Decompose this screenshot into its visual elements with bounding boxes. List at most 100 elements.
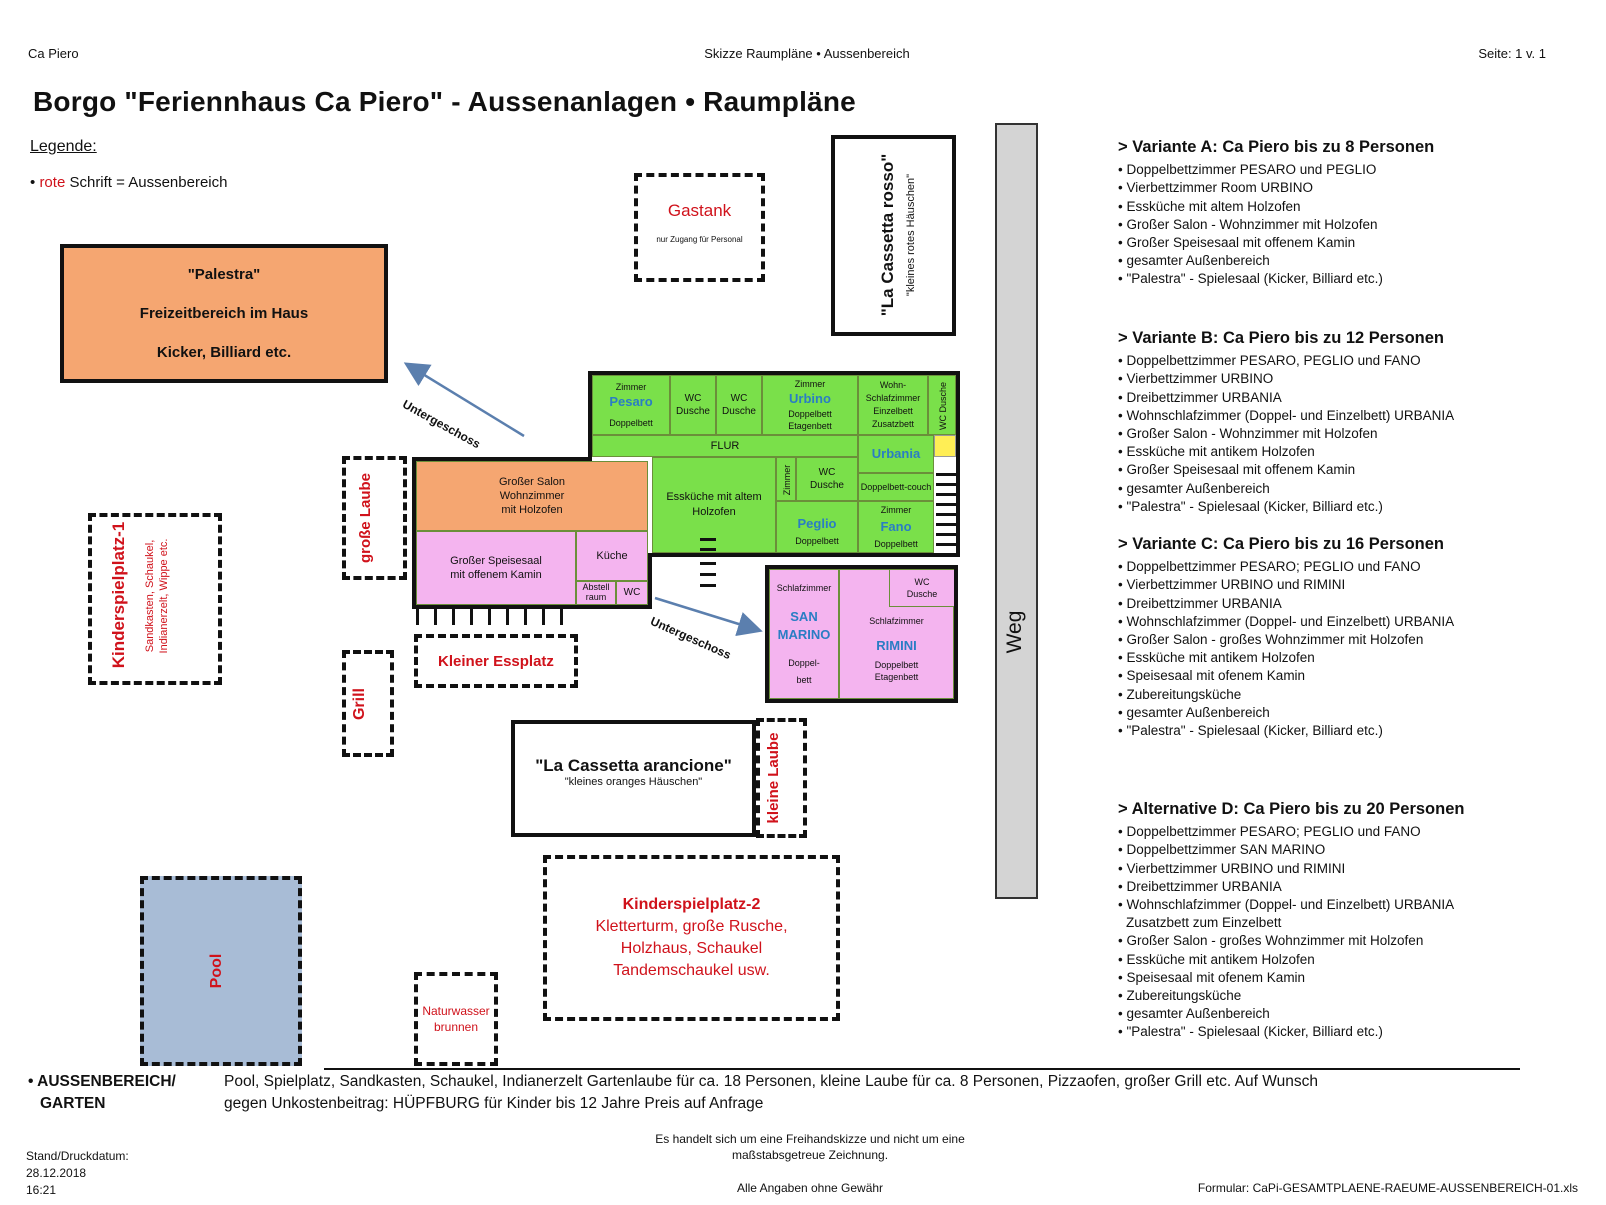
room-salon-l3: mit Holzofen bbox=[501, 504, 563, 517]
list-item: • Wohnschlafzimmer (Doppel- und Einzelbe… bbox=[1118, 897, 1455, 913]
stair-mark bbox=[560, 609, 563, 625]
list-item: • Vierbettzimmer URBINO und RIMINI bbox=[1118, 577, 1346, 593]
grosse-laube-label: große Laube bbox=[357, 473, 374, 564]
room-zimmer-vert-label: Zimmer bbox=[782, 464, 792, 496]
room-san-marino-bed-1: Doppel- bbox=[788, 658, 820, 669]
variant-d-heading: > Alternative D: Ca Piero bis zu 20 Pers… bbox=[1118, 800, 1465, 818]
list-item: • Vierbettzimmer URBINO bbox=[1118, 371, 1274, 387]
yellow-square bbox=[934, 435, 956, 457]
palestra-line-2: Freizeitbereich im Haus bbox=[139, 304, 309, 322]
room-esskueche: Essküche mit altem Holzofen bbox=[652, 457, 776, 553]
stand-druckdatum: Stand/Druckdatum: 28.12.2018 16:21 bbox=[26, 1148, 129, 1199]
naturwasser-l1: Naturwasser bbox=[422, 1004, 490, 1018]
room-urbania-wohn: Wohn- Schlafzimmer Einzelbett Zusatzbett bbox=[858, 375, 928, 435]
room-wc-5-b: Dusche bbox=[906, 589, 938, 599]
palestra-line-3: Kicker, Billiard etc. bbox=[156, 343, 292, 361]
room-urbino-top: Zimmer bbox=[794, 379, 826, 390]
variant-b: > Variante B: Ca Piero bis zu 12 Persone… bbox=[1118, 329, 1588, 516]
room-fano-top: Zimmer bbox=[880, 505, 912, 516]
room-esskueche-l1: Essküche mit altem bbox=[666, 491, 762, 504]
room-wc-3: WC Dusche bbox=[796, 457, 858, 501]
list-item: • Doppelbettzimmer PESARO; PEGLIO und FA… bbox=[1118, 824, 1421, 840]
room-urbania-name: Urbania bbox=[871, 446, 921, 462]
room-abstellraum: Abstell raum bbox=[576, 581, 616, 605]
room-peglio-bed: Doppelbett bbox=[795, 535, 839, 546]
gastank-box: Gastank nur Zugang für Personal bbox=[634, 173, 765, 282]
legend-title: Legende: bbox=[30, 138, 97, 155]
list-item: • Vierbettzimmer URBINO und RIMINI bbox=[1118, 860, 1346, 876]
list-item: • Zubereitungsküche bbox=[1118, 686, 1242, 702]
aussenbereich-label-1: • AUSSENBEREICH/ bbox=[28, 1073, 176, 1090]
room-san-marino-bed-2: bett bbox=[796, 674, 812, 685]
stand-date: 28.12.2018 bbox=[26, 1166, 87, 1180]
gastank-label: Gastank bbox=[667, 201, 732, 220]
legend-red-word: rote bbox=[39, 174, 66, 191]
room-urbino: Zimmer Urbino Doppelbett Etagenbett bbox=[762, 375, 858, 435]
stair-mark bbox=[434, 609, 437, 625]
room-wc-2-a: WC bbox=[730, 392, 748, 404]
formular-filename: Formular: CaPi-GESAMTPLAENE-RAEUME-AUSSE… bbox=[1197, 1181, 1578, 1195]
list-item: • Wohnschlafzimmer (Doppel- und Einzelbe… bbox=[1118, 613, 1455, 629]
room-abstell-l2: raum bbox=[585, 592, 607, 602]
stair-mark bbox=[936, 513, 958, 516]
cassetta-arancione-sub: "kleines oranges Häuschen" bbox=[564, 775, 703, 788]
aussenbereich-label: • AUSSENBEREICH/ GARTEN bbox=[28, 1071, 176, 1115]
room-fano-name: Fano bbox=[880, 519, 912, 535]
stair-mark bbox=[700, 538, 716, 541]
variant-d: > Alternative D: Ca Piero bis zu 20 Pers… bbox=[1118, 800, 1588, 1042]
room-san-marino-name-2: MARINO bbox=[777, 626, 831, 642]
stair-mark bbox=[936, 523, 958, 526]
cassetta-arancione-box: "La Cassetta arancione" "kleines oranges… bbox=[511, 720, 756, 837]
kinderspielplatz-2-line-3: Holzhaus, Schaukel bbox=[620, 940, 763, 957]
room-pesaro: Zimmer Pesaro Doppelbett bbox=[592, 375, 670, 435]
room-kueche: Küche bbox=[576, 531, 648, 581]
kinderspielplatz-2-label: Kinderspielplatz-2 bbox=[622, 896, 761, 913]
variant-a-heading: > Variante A: Ca Piero bis zu 8 Personen bbox=[1118, 138, 1435, 156]
list-item: • Großer Salon - Wohnzimmer mit Holzofen bbox=[1118, 426, 1378, 442]
list-item: • Großer Speisesaal mit offenem Kamin bbox=[1118, 235, 1356, 251]
stair-mark bbox=[416, 609, 419, 625]
stair-mark bbox=[936, 503, 958, 506]
stair-mark bbox=[936, 473, 958, 476]
room-san-marino-name-1: SAN bbox=[790, 609, 818, 625]
pool-box: Pool bbox=[140, 876, 302, 1066]
room-flur-label: FLUR bbox=[710, 439, 740, 452]
legend-item: • rote Schrift = Aussenbereich bbox=[30, 174, 227, 191]
list-item: • "Palestra" - Spielesaal (Kicker, Billi… bbox=[1118, 1024, 1383, 1040]
list-item: • Doppelbettzimmer SAN MARINO bbox=[1118, 842, 1326, 858]
list-item: • "Palestra" - Spielesaal (Kicker, Billi… bbox=[1118, 723, 1383, 739]
list-item: • Großer Speisesaal mit offenem Kamin bbox=[1118, 462, 1356, 478]
stair-mark bbox=[470, 609, 473, 625]
palestra-box: "Palestra" Freizeitbereich im Haus Kicke… bbox=[60, 244, 388, 383]
room-wc-1-a: WC bbox=[684, 392, 702, 404]
kinderspielplatz-2-line-4: Tandemschaukel usw. bbox=[613, 962, 770, 979]
list-item: • Wohnschlafzimmer (Doppel- und Einzelbe… bbox=[1118, 407, 1455, 423]
room-speisesaal: Großer Speisesaal mit offenem Kamin bbox=[416, 531, 576, 605]
list-item: • "Palestra" - Spielesaal (Kicker, Billi… bbox=[1118, 498, 1383, 514]
list-item: • Vierbettzimmer Room URBINO bbox=[1118, 180, 1314, 196]
stair-mark bbox=[700, 548, 716, 551]
room-wc-2-b: Dusche bbox=[722, 406, 756, 417]
stair-mark bbox=[936, 533, 958, 536]
list-item: • Essküche mit antikem Holzofen bbox=[1118, 650, 1315, 666]
room-fano-bed: Doppelbett bbox=[874, 538, 918, 549]
room-urbania-l1: Wohn- bbox=[879, 379, 907, 390]
variant-a: > Variante A: Ca Piero bis zu 8 Personen… bbox=[1118, 138, 1588, 289]
header-left: Ca Piero bbox=[28, 46, 79, 61]
room-rimini-bed-1: Doppelbett bbox=[874, 659, 919, 670]
list-item: • Essküche mit altem Holzofen bbox=[1118, 198, 1301, 214]
kinderspielplatz-2-box: Kinderspielplatz-2 Kletterturm, große Ru… bbox=[543, 855, 840, 1021]
list-item: • Dreibettzimmer URBANIA bbox=[1118, 878, 1282, 894]
naturwasser-box: Naturwasser brunnen bbox=[414, 972, 498, 1066]
stair-mark bbox=[936, 543, 958, 546]
room-speisesaal-l1: Großer Speisesaal bbox=[450, 554, 542, 567]
stair-mark bbox=[936, 493, 958, 496]
room-wc-3-a: WC bbox=[818, 466, 836, 478]
disclaimer-line-2: maßstabsgetreue Zeichnung. bbox=[731, 1148, 889, 1162]
room-salon-l2: Wohnzimmer bbox=[499, 489, 565, 502]
path-weg: Weg bbox=[995, 123, 1038, 899]
room-wc-3-b: Dusche bbox=[810, 480, 844, 491]
list-item: • "Palestra" - Spielesaal (Kicker, Billi… bbox=[1118, 271, 1383, 287]
stair-mark bbox=[936, 483, 958, 486]
